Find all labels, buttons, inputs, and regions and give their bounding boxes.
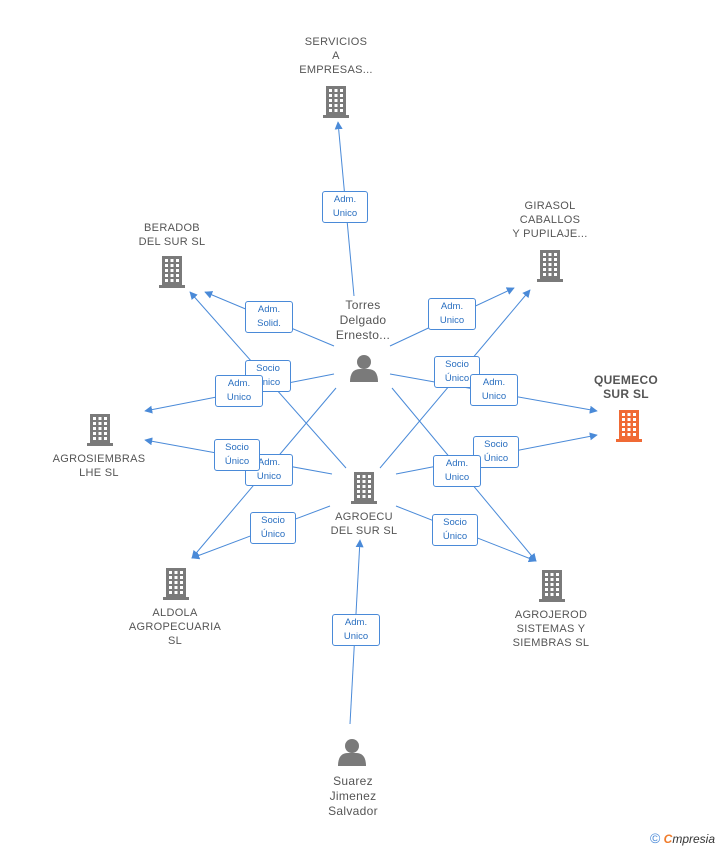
edge-label-torres-agrosiembras[interactable]: Adm. Unico	[215, 375, 263, 407]
node-label-agrosiembras[interactable]: AGROSIEMBRAS LHE SL	[44, 452, 154, 480]
edge-label-torres-girasol[interactable]: Adm. Unico	[428, 298, 476, 330]
building-icon[interactable]	[539, 570, 565, 602]
node-label-aldola[interactable]: ALDOLA AGROPECUARIA SL	[120, 606, 230, 648]
edge-label-line: Único	[255, 377, 281, 388]
edge-label-line: Unico	[256, 471, 282, 482]
edge-label-line: Único	[483, 453, 509, 464]
building-icon[interactable]	[323, 86, 349, 118]
edge-label-line: Adm.	[344, 617, 368, 628]
node-line: SUR SL	[603, 387, 649, 401]
edge-label-line: Adm.	[482, 377, 506, 388]
edge-label-line: Socio	[445, 359, 469, 370]
edge-label-line: Unico	[343, 631, 369, 642]
edge-label-agroecu-agrojerod[interactable]: Socio Único	[432, 514, 478, 546]
edge-label-torres-servicios[interactable]: Adm. Unico	[322, 191, 368, 223]
node-line: SIEMBRAS SL	[512, 637, 590, 649]
node-line: DEL SUR SL	[330, 525, 398, 537]
edge-label-line: Adm.	[227, 378, 251, 389]
edge-label-line: Único	[444, 373, 470, 384]
node-line: Salvador	[328, 804, 378, 818]
edge-label-line: Unico	[439, 315, 465, 326]
person-icon[interactable]	[338, 739, 366, 766]
node-line: AGROPECUARIA	[128, 621, 222, 633]
node-line: A	[332, 50, 340, 62]
edge-label-line: Adm.	[257, 457, 281, 468]
brand-initial: C	[663, 832, 673, 846]
edge-label-line: Unico	[332, 208, 358, 219]
node-label-quemeco[interactable]: QUEMECO SUR SL	[576, 373, 676, 401]
edge-label-line: Socio	[484, 439, 508, 450]
node-label-suarez[interactable]: Suarez Jimenez Salvador	[306, 774, 400, 819]
node-label-agroecu[interactable]: AGROECU DEL SUR SL	[314, 510, 414, 538]
edge-label-line: Adm.	[440, 301, 464, 312]
node-label-servicios[interactable]: SERVICIOS A EMPRESAS...	[286, 35, 386, 77]
node-label-beradob[interactable]: BERADOB DEL SUR SL	[120, 221, 224, 249]
edge-label-torres-beradob[interactable]: Adm. Solid.	[245, 301, 293, 333]
edge-label-line: Socio	[443, 517, 467, 528]
edge-label-line: Adm.	[445, 458, 469, 469]
building-icon[interactable]	[616, 410, 642, 442]
building-icon[interactable]	[351, 472, 377, 504]
edge-label-line: Socio	[261, 515, 285, 526]
node-line: AGROECU	[335, 511, 393, 523]
node-line: Torres	[345, 298, 381, 312]
empresia-footer[interactable]: © Cmpresia	[650, 830, 715, 846]
node-label-girasol[interactable]: GIRASOL CABALLOS Y PUPILAJE...	[498, 199, 602, 241]
node-line: AGROJEROD	[514, 609, 588, 621]
node-line: Y PUPILAJE...	[512, 228, 588, 240]
node-line: ALDOLA	[152, 607, 198, 619]
edge-label-torres-agrojerod[interactable]: Adm. Unico	[433, 455, 481, 487]
node-line: QUEMECO	[593, 373, 659, 387]
node-line: SISTEMAS Y	[516, 623, 586, 635]
building-icon[interactable]	[87, 414, 113, 446]
node-line: Jimenez	[329, 789, 377, 803]
node-line: BERADOB	[144, 222, 200, 234]
edge-label-line: Adm.	[257, 304, 281, 315]
node-line: CABALLOS	[519, 214, 581, 226]
node-line: Suarez	[333, 774, 373, 788]
node-line: LHE SL	[79, 467, 119, 479]
edge-label-line: Socio	[256, 363, 280, 374]
edge-label-agroecu-aldola[interactable]: Socio Único	[250, 512, 296, 544]
node-line: DEL SUR SL	[138, 236, 206, 248]
edge-label-line: Solid.	[257, 318, 281, 329]
edge-label-agroecu-agrosiembras[interactable]: Socio Único	[214, 439, 260, 471]
node-line: GIRASOL	[524, 200, 576, 212]
edge-label-line: Único	[442, 531, 468, 542]
edge-label-torres-quemeco[interactable]: Adm. Unico	[470, 374, 518, 406]
building-icon[interactable]	[537, 250, 563, 282]
edge-label-line: Único	[260, 529, 286, 540]
person-icon[interactable]	[350, 355, 378, 382]
edge-label-line: Único	[224, 456, 250, 467]
edge-label-line: Adm.	[333, 194, 357, 205]
node-label-agrojerod[interactable]: AGROJEROD SISTEMAS Y SIEMBRAS SL	[496, 608, 606, 650]
building-icon[interactable]	[159, 256, 185, 288]
brand-name: mpresia	[672, 832, 716, 846]
edge-label-line: Unico	[481, 391, 507, 402]
node-label-torres[interactable]: Torres Delgado Ernesto...	[320, 298, 406, 343]
node-line: SL	[167, 635, 183, 647]
edge-label-suarez-agroecu[interactable]: Adm. Unico	[332, 614, 380, 646]
edge-label-agroecu-quemeco[interactable]: Socio Único	[473, 436, 519, 468]
node-line: AGROSIEMBRAS	[52, 453, 146, 465]
edge-label-agroecu-girasol[interactable]: Socio Único	[434, 356, 480, 388]
node-line: Ernesto...	[335, 328, 391, 342]
edge-label-line: Unico	[226, 392, 252, 403]
node-line: Delgado	[339, 313, 387, 327]
copyright-symbol: ©	[650, 830, 661, 846]
edge-label-line: Unico	[444, 472, 470, 483]
building-icon[interactable]	[163, 568, 189, 600]
node-line: EMPRESAS...	[299, 64, 373, 76]
edge-label-line: Socio	[225, 442, 249, 453]
node-line: SERVICIOS	[304, 36, 368, 48]
